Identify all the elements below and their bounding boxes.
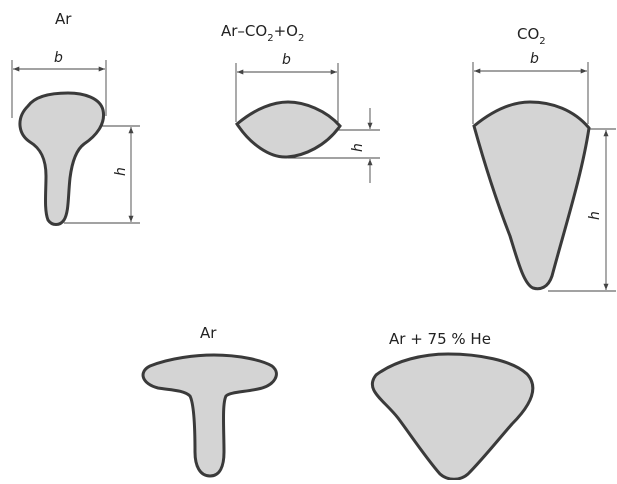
width-symbol-b: b [282, 52, 291, 68]
gas-label-ar-co2-o2: Ar–CO2+O2 [221, 22, 304, 44]
bead-cross-section-ar [18, 91, 106, 226]
profile-ar: Ar b h [11, 10, 140, 226]
gas-label-ar-75-he: Ar + 75 % He [389, 330, 491, 348]
profile-co2: CO2 b h [472, 25, 616, 292]
bead-cross-section-ar-75-he [370, 352, 535, 481]
profile-ar-lower: Ar [141, 324, 278, 478]
profile-ar-75-he: Ar + 75 % He [370, 330, 535, 481]
height-symbol-h: h [113, 167, 129, 176]
bead-cross-section-ar-co2-o2 [235, 100, 342, 159]
width-symbol-b: b [530, 51, 539, 67]
bead-cross-section-co2 [472, 100, 591, 291]
gas-label-co2: CO2 [517, 25, 546, 47]
gas-label-ar: Ar [55, 10, 72, 28]
profile-ar-co2-o2: Ar–CO2+O2 b h [221, 22, 380, 183]
bead-cross-section-ar-lower [141, 353, 278, 478]
gas-label-ar-lower: Ar [200, 324, 217, 342]
height-symbol-h: h [350, 143, 366, 152]
width-symbol-b: b [54, 50, 63, 66]
height-symbol-h: h [587, 211, 603, 220]
